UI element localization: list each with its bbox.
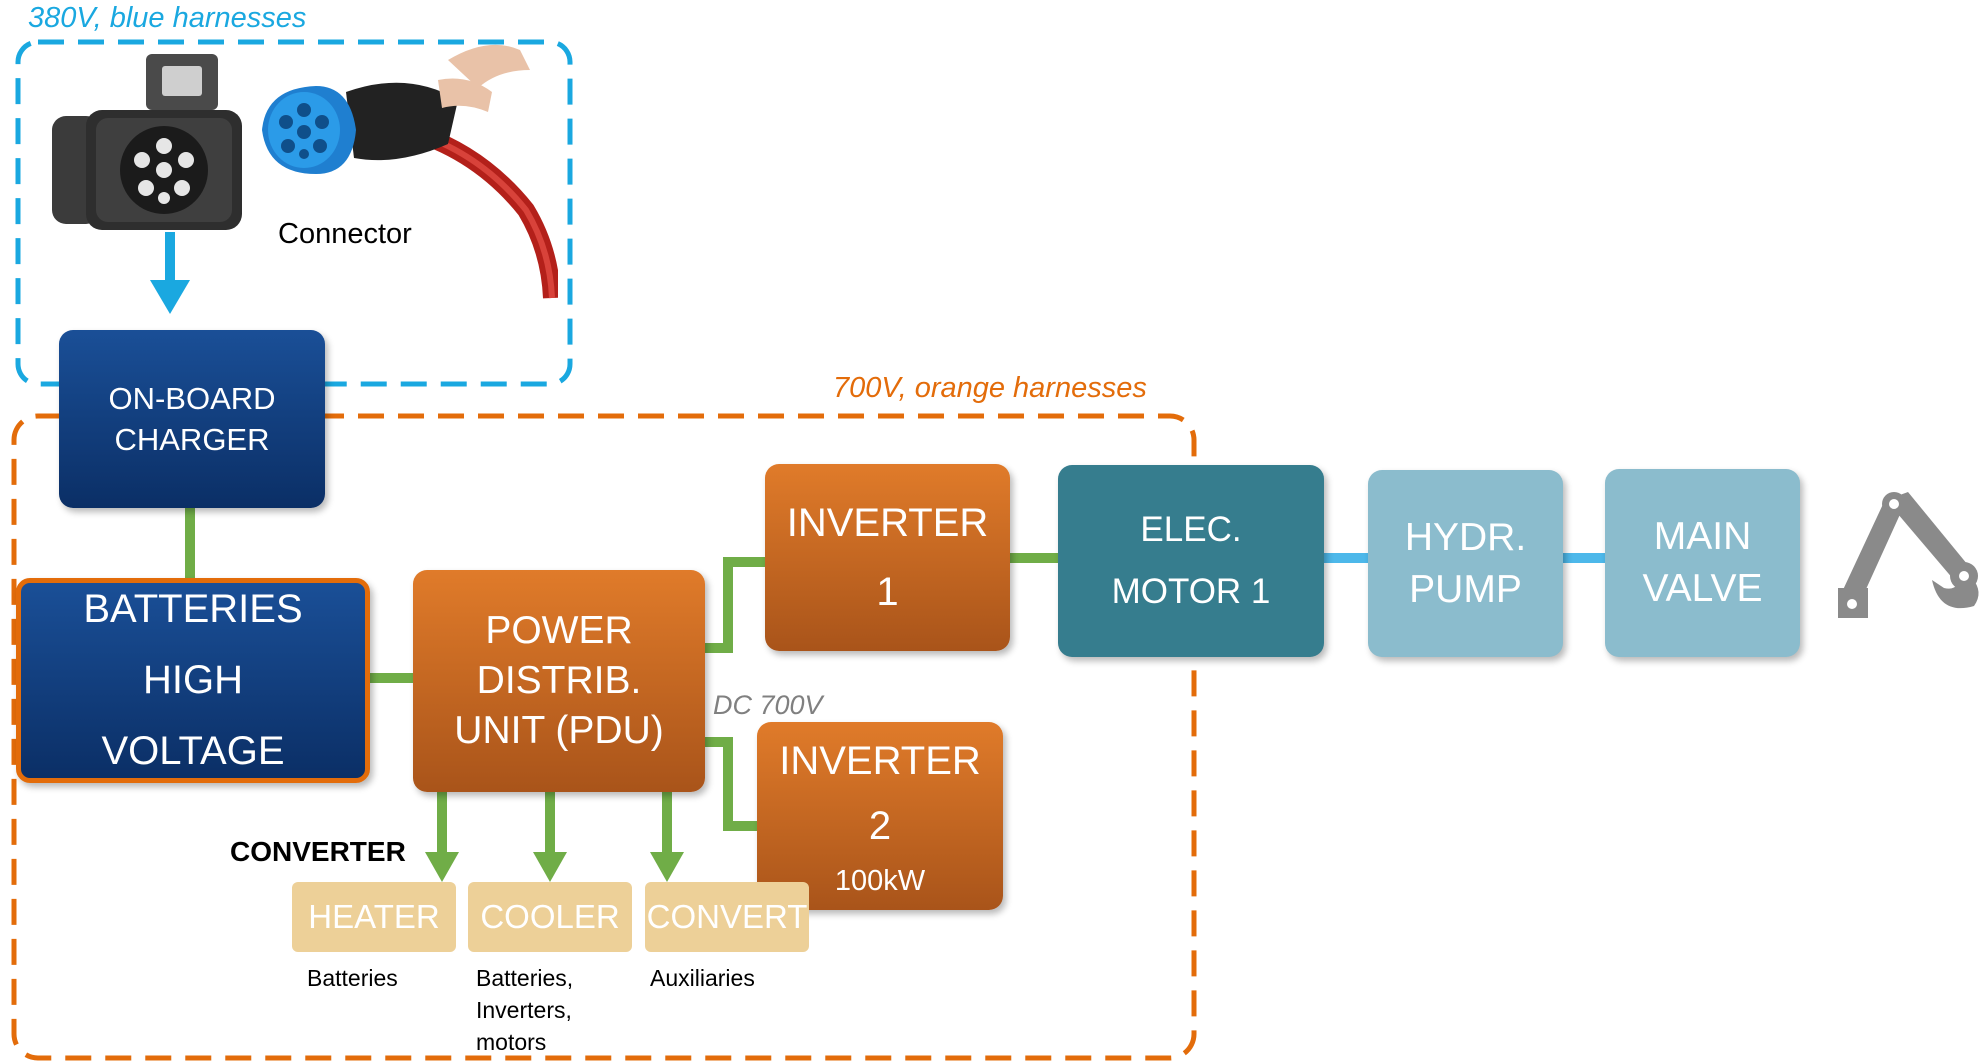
inverter1-line-2: 1	[876, 569, 899, 614]
inverter2-line-2: 2	[868, 804, 892, 848]
arrowhead-convert	[650, 852, 684, 882]
batteries-line-1: BATTERIES	[83, 587, 303, 631]
cooler-note: Batteries, Inverters, motors	[476, 965, 574, 1055]
excavator-arm-icon	[1838, 492, 1979, 618]
charging-socket-icon	[52, 54, 242, 230]
motor-line-1: ELEC.	[1140, 510, 1242, 549]
converter-heading: CONVERTER	[230, 836, 406, 867]
valve-line-2: VALVE	[1642, 567, 1763, 610]
inverter-1-block: INVERTER 1	[765, 464, 1010, 651]
orange-zone-label: 700V, orange harnesses	[833, 372, 1147, 404]
cooler-label: COOLER	[480, 898, 620, 935]
pump-line-1: HYDR.	[1404, 515, 1527, 559]
convert-label: CONVERT	[646, 898, 808, 935]
electric-motor-block: ELEC. MOTOR 1	[1058, 465, 1324, 657]
charge-arrow-head	[150, 280, 190, 314]
batteries-line-2: HIGH	[143, 658, 243, 702]
charger-line-1: ON-BOARD	[108, 381, 276, 416]
heater-label: HEATER	[308, 898, 440, 935]
main-valve-block: MAIN VALVE	[1605, 469, 1800, 657]
motor-line-2: MOTOR 1	[1111, 572, 1271, 611]
pump-line-2: PUMP	[1409, 567, 1522, 611]
dc-voltage-label: DC 700V	[713, 690, 823, 720]
valve-line-1: MAIN	[1653, 515, 1752, 558]
on-board-charger-block: ON-BOARD CHARGER	[59, 330, 325, 508]
pdu-line-2: DISTRIB.	[476, 659, 642, 702]
convert-note: Auxiliaries	[650, 965, 755, 991]
inverter1-line-1: INVERTER	[786, 500, 989, 545]
arrowhead-cooler	[533, 852, 567, 882]
inverter2-power-rating: 100kW	[834, 865, 926, 897]
heater-block: HEATER	[292, 882, 456, 952]
convert-block: CONVERT	[645, 882, 809, 952]
cooler-block: COOLER	[468, 882, 632, 952]
inverter-2-block: INVERTER 2 100kW	[757, 722, 1003, 910]
batteries-line-3: VOLTAGE	[101, 729, 285, 773]
inverter2-line-1: INVERTER	[779, 739, 981, 783]
charging-plug-icon	[262, 44, 558, 299]
pdu-line-3: UNIT (PDU)	[454, 709, 664, 752]
hydraulic-pump-block: HYDR. PUMP	[1368, 470, 1563, 657]
arrowhead-heater	[425, 852, 459, 882]
orange-harness-zone	[11, 413, 1197, 1061]
connector-label: Connector	[278, 218, 412, 250]
pdu-line-1: POWER	[485, 609, 633, 652]
charger-line-2: CHARGER	[114, 422, 270, 457]
heater-note: Batteries	[307, 965, 398, 991]
link-pdu-inverter2	[705, 737, 757, 831]
batteries-block: BATTERIES HIGH VOLTAGE	[16, 578, 370, 783]
blue-zone-label: 380V, blue harnesses	[28, 2, 307, 34]
link-pdu-inverter1	[705, 557, 765, 653]
pdu-block: POWER DISTRIB. UNIT (PDU)	[413, 570, 705, 792]
